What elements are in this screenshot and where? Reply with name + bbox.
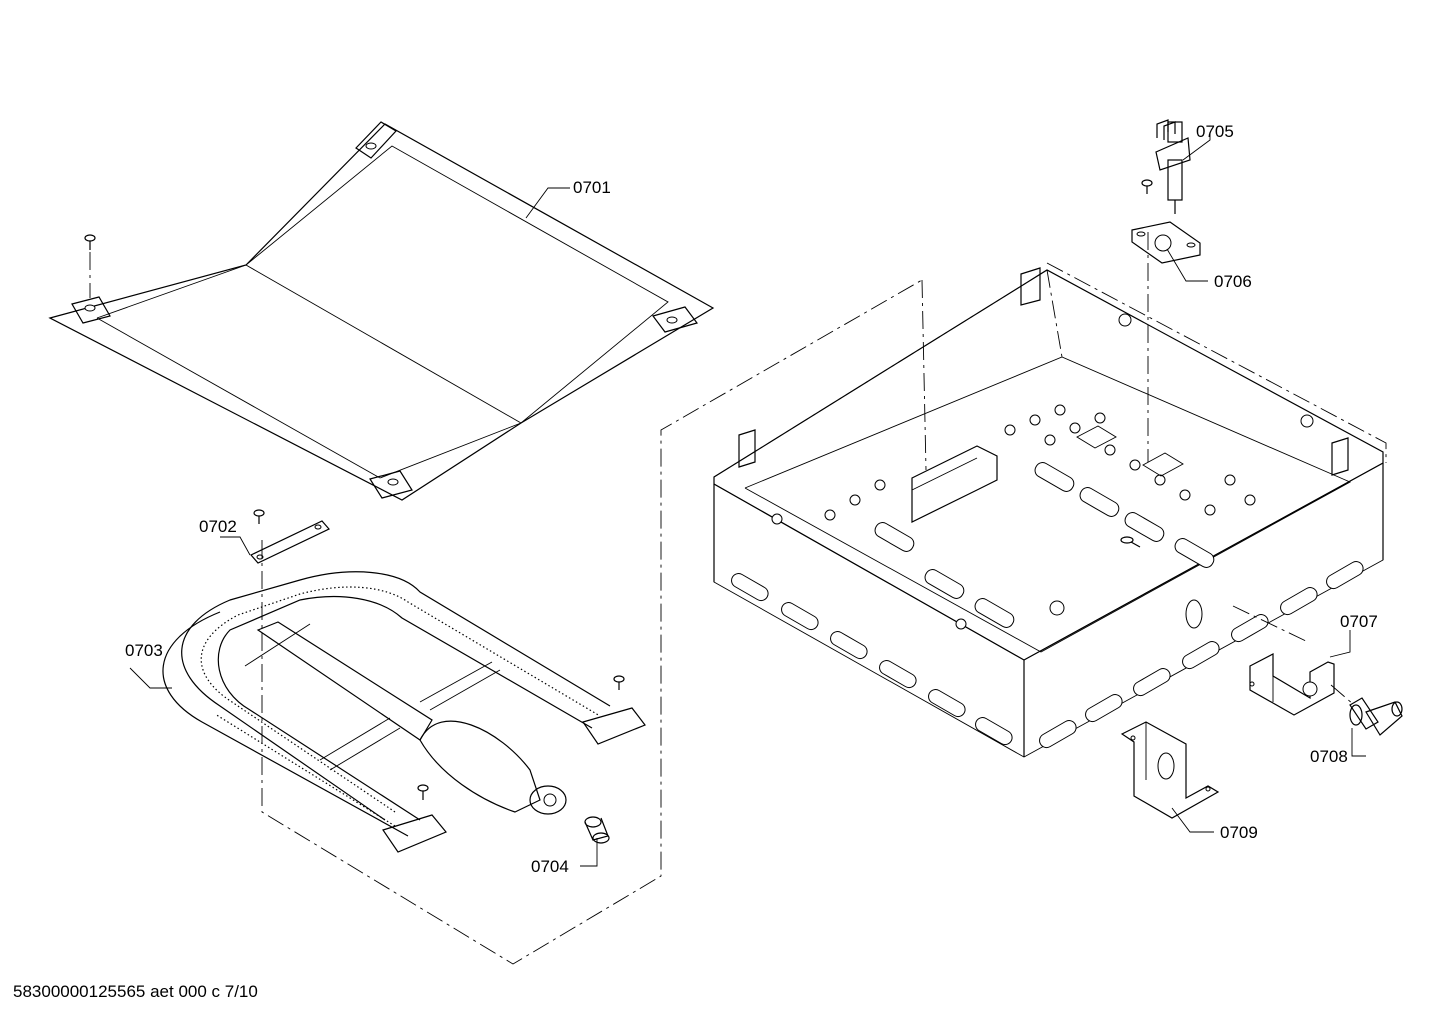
label-0708: 0708: [1310, 747, 1348, 766]
base-tray: [713, 267, 1384, 758]
screw-0702: [253, 509, 265, 524]
part-0708-valve-fitting[interactable]: [1349, 697, 1403, 736]
label-0705: 0705: [1196, 122, 1234, 141]
screw-0703-b: [417, 784, 429, 800]
screw-0705: [1141, 179, 1153, 194]
label-0704: 0704: [531, 857, 569, 876]
screw-0701: [84, 234, 96, 298]
label-0702: 0702: [199, 517, 237, 536]
label-0701: 0701: [573, 178, 611, 197]
label-0703: 0703: [125, 641, 163, 660]
part-labels: 0701 0702 0703 0704 0705 0706 0707 0708 …: [125, 122, 1378, 876]
leader-lines: [129, 132, 1366, 867]
part-0705-electrode[interactable]: [1155, 119, 1191, 214]
part-0704-orifice[interactable]: [584, 816, 610, 844]
part-0701-cover-plate[interactable]: [48, 121, 715, 501]
part-0706-bracket[interactable]: [1131, 221, 1201, 264]
part-0709-bracket[interactable]: [1120, 721, 1220, 819]
part-0702-bracket-strip[interactable]: [250, 520, 330, 564]
label-0709: 0709: [1220, 823, 1258, 842]
part-0703-burner[interactable]: [162, 571, 646, 853]
screw-0703-a: [613, 675, 625, 690]
part-0707-valve-bracket[interactable]: [1249, 653, 1335, 716]
label-0707: 0707: [1340, 612, 1378, 631]
drawing-footer: 58300000125565 aet 000 c 7/10: [13, 982, 258, 1001]
label-0706: 0706: [1214, 272, 1252, 291]
